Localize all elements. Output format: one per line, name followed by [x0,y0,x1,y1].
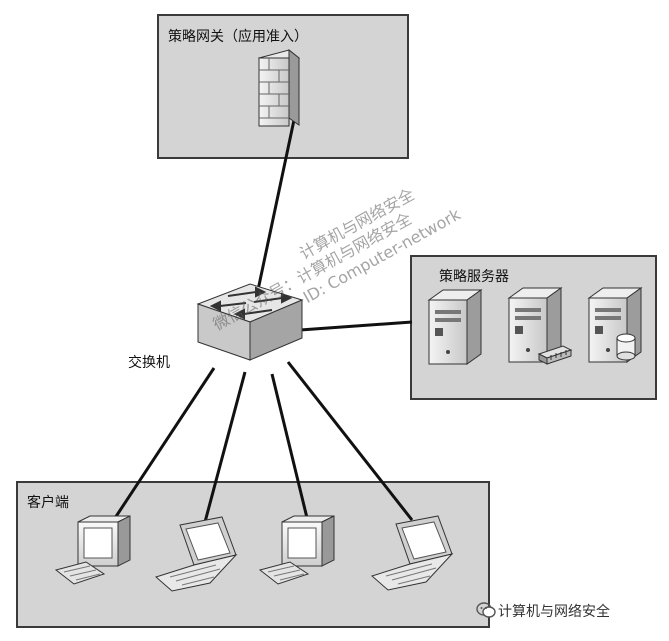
link-switch-servers [299,320,413,332]
server-tower-icon [427,289,483,365]
link-gateway-switch [256,119,296,291]
desktop-computer-icon [54,515,131,585]
client-region-label: 客户端 [27,495,69,511]
server-tower-network-icon [507,287,573,365]
link-switch-client-1 [113,367,216,519]
server-tower-database-icon [587,287,643,363]
brand-text: 计算机与网络安全 [498,604,610,620]
connection-lines [113,119,414,523]
laptop-icon [371,515,454,591]
desktop-computer-icon [258,515,335,585]
gateway-label: 策略网关（应用准入） [168,29,308,45]
wechat-icon [476,602,496,618]
link-switch-client-3 [270,373,310,523]
switch-icon [196,283,304,361]
laptop-icon [155,516,238,592]
link-switch-client-2 [203,371,247,523]
server-region-label: 策略服务器 [439,269,509,285]
firewall-icon [257,48,301,127]
switch-label: 交换机 [128,355,170,371]
link-switch-client-4 [286,361,414,521]
